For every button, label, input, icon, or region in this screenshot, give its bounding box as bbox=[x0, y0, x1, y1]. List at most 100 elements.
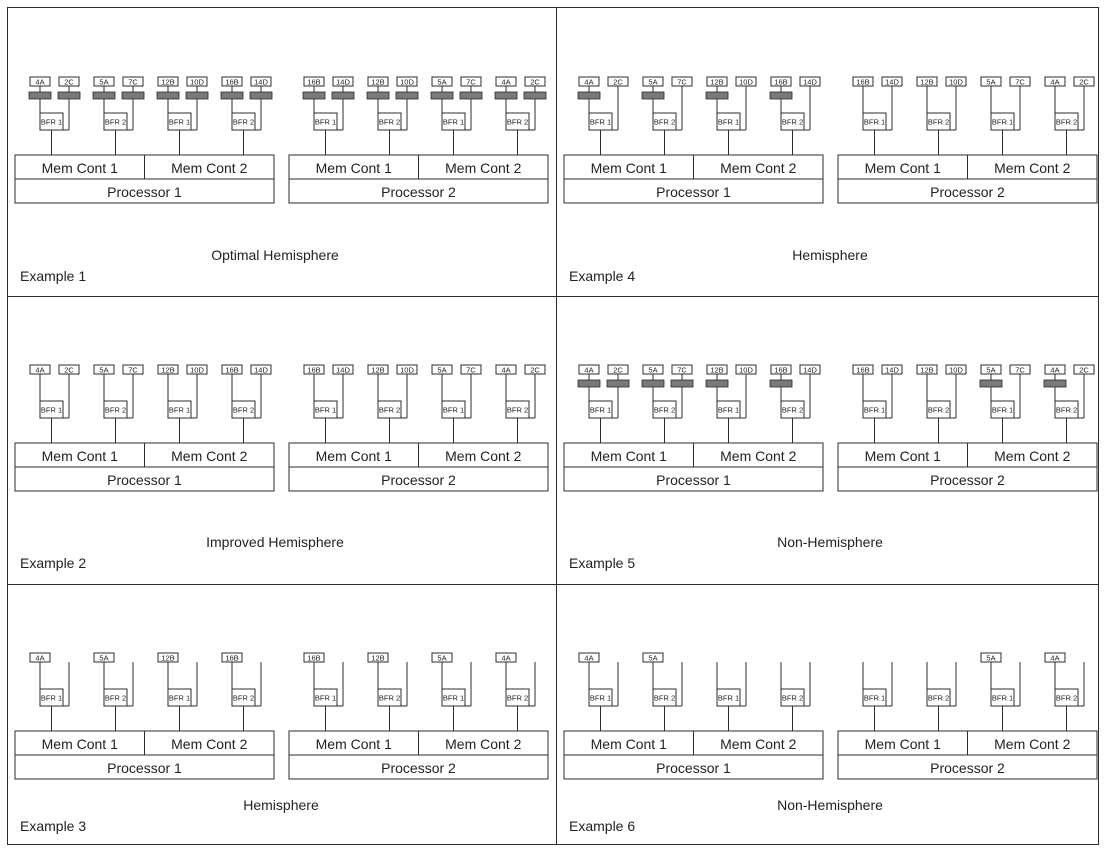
populated-dimm-marker bbox=[28, 91, 52, 100]
dimm-slot: 10D bbox=[186, 364, 208, 375]
dimm-slot-box bbox=[945, 364, 967, 375]
dimm-slot-box bbox=[671, 76, 693, 87]
dimm-slot-box bbox=[770, 364, 792, 375]
mem-cont-1-label: Mem Cont 1 bbox=[42, 448, 118, 464]
mem-cont-2-box bbox=[144, 154, 275, 180]
dimm-slot: 16B bbox=[221, 364, 243, 375]
bfr-label: BFR 2 bbox=[928, 118, 949, 127]
dimm-slot: 7C bbox=[1009, 364, 1031, 375]
dimm-slot-label: 14D bbox=[254, 366, 268, 375]
dimm-slot-label: 16B bbox=[225, 78, 238, 87]
mem-cont-2-label: Mem Cont 2 bbox=[171, 448, 247, 464]
populated-dimm-marker bbox=[494, 91, 518, 100]
dimm-slot-box bbox=[332, 76, 354, 87]
dimm-slot-box bbox=[495, 652, 517, 663]
dimm-slot-label: 12B bbox=[920, 366, 933, 375]
dimm-slot-label: 5A bbox=[986, 654, 995, 663]
processor-2-label: Processor 2 bbox=[930, 472, 1005, 488]
dimm-slot: 14D bbox=[331, 76, 355, 100]
dimm-slot: 16B bbox=[852, 76, 874, 87]
column-divider bbox=[556, 8, 557, 844]
mem-cont-2-box bbox=[418, 442, 549, 468]
dimm-slot-box bbox=[29, 652, 51, 663]
bfr-label: BFR 1 bbox=[443, 406, 464, 415]
dimm-slot-box bbox=[431, 652, 453, 663]
dimm-slot-label: 16B bbox=[307, 78, 320, 87]
dimm-slot-box bbox=[332, 364, 354, 375]
dimm-slot: 10D bbox=[396, 364, 418, 375]
dimm-slot: 5A bbox=[431, 652, 453, 663]
dimm-slot-label: 14D bbox=[885, 366, 899, 375]
mem-cont-2-label: Mem Cont 2 bbox=[720, 736, 796, 752]
dimm-slot: 12B bbox=[916, 364, 938, 375]
dimm-slot-label: 5A bbox=[437, 366, 446, 375]
dimm-slot: 16B bbox=[852, 364, 874, 375]
dimm-slot-label: 10D bbox=[400, 78, 414, 87]
dimm-slot-box bbox=[1073, 76, 1095, 87]
dimm-slot-label: 12B bbox=[371, 654, 384, 663]
populated-dimm-marker bbox=[220, 91, 244, 100]
dimm-slot: 12B bbox=[367, 652, 389, 663]
populated-dimm-marker bbox=[57, 91, 81, 100]
dimm-slot-label: 10D bbox=[190, 366, 204, 375]
dimm-slot: 12B bbox=[157, 364, 179, 375]
dimm-slot-label: 10D bbox=[739, 78, 753, 87]
dimm-slot-label: 14D bbox=[803, 366, 817, 375]
bfr-label: BFR 2 bbox=[928, 694, 949, 703]
bfr-label: BFR 1 bbox=[41, 694, 62, 703]
dimm-slot: 14D bbox=[799, 76, 821, 87]
bfr-label: BFR 1 bbox=[315, 694, 336, 703]
mem-cont-2-label: Mem Cont 2 bbox=[171, 160, 247, 176]
dimm-slot-label: 4A bbox=[35, 78, 44, 87]
dimm-slot-box bbox=[431, 364, 453, 375]
mem-cont-2-box bbox=[418, 730, 549, 756]
dimm-slot-label: 4A bbox=[1050, 366, 1059, 375]
populated-dimm-marker bbox=[156, 91, 180, 100]
dimm-slot: 7C bbox=[1009, 76, 1031, 87]
dimm-slot-box bbox=[735, 76, 757, 87]
dimm-slot-label: 14D bbox=[336, 366, 350, 375]
populated-dimm-marker bbox=[430, 91, 454, 100]
dimm-slot: 5A bbox=[980, 652, 1002, 663]
dimm-slot-box bbox=[881, 364, 903, 375]
populated-dimm-marker bbox=[92, 91, 116, 100]
row-divider-2 bbox=[8, 584, 1098, 585]
dimm-slot-label: 12B bbox=[161, 654, 174, 663]
dimm-slot: 7C bbox=[121, 76, 145, 100]
bfr-label: BFR 2 bbox=[654, 694, 675, 703]
populated-dimm-marker bbox=[366, 91, 390, 100]
dimm-slot-box bbox=[1044, 364, 1066, 375]
dimm-slot: 7C bbox=[460, 364, 482, 375]
dimm-slot-box bbox=[980, 76, 1002, 87]
dimm-slot-box bbox=[221, 76, 243, 87]
dimm-slot: 2C bbox=[523, 76, 547, 100]
dimm-slot: 16B bbox=[302, 76, 326, 100]
dimm-slot: 14D bbox=[881, 76, 903, 87]
dimm-slot-label: 2C bbox=[530, 78, 540, 87]
dimm-slot: 7C bbox=[670, 364, 694, 388]
processor-2-label: Processor 2 bbox=[381, 472, 456, 488]
dimm-slot: 16B bbox=[769, 364, 793, 388]
dimm-slot-box bbox=[367, 652, 389, 663]
mem-cont-1-label: Mem Cont 1 bbox=[865, 160, 941, 176]
dimm-slot: 10D bbox=[185, 76, 209, 100]
dimm-slot-label: 2C bbox=[64, 366, 74, 375]
populated-dimm-marker bbox=[249, 91, 273, 100]
dimm-slot-box bbox=[221, 364, 243, 375]
dimm-slot: 14D bbox=[250, 364, 272, 375]
processor-2-box bbox=[288, 178, 549, 204]
dimm-slot-box bbox=[852, 76, 874, 87]
dimm-slot-label: 7C bbox=[1015, 78, 1025, 87]
dimm-slot-box bbox=[799, 76, 821, 87]
dimm-slot-label: 16B bbox=[774, 366, 787, 375]
caption-example-5: Non-Hemisphere bbox=[777, 534, 883, 550]
bfr-label: BFR 1 bbox=[864, 118, 885, 127]
dimm-slot-label: 16B bbox=[856, 366, 869, 375]
dimm-slot-label: 5A bbox=[437, 78, 446, 87]
processor-1-box bbox=[563, 466, 824, 492]
dimm-slot-box bbox=[1073, 364, 1095, 375]
dimm-slot-box bbox=[303, 76, 325, 87]
